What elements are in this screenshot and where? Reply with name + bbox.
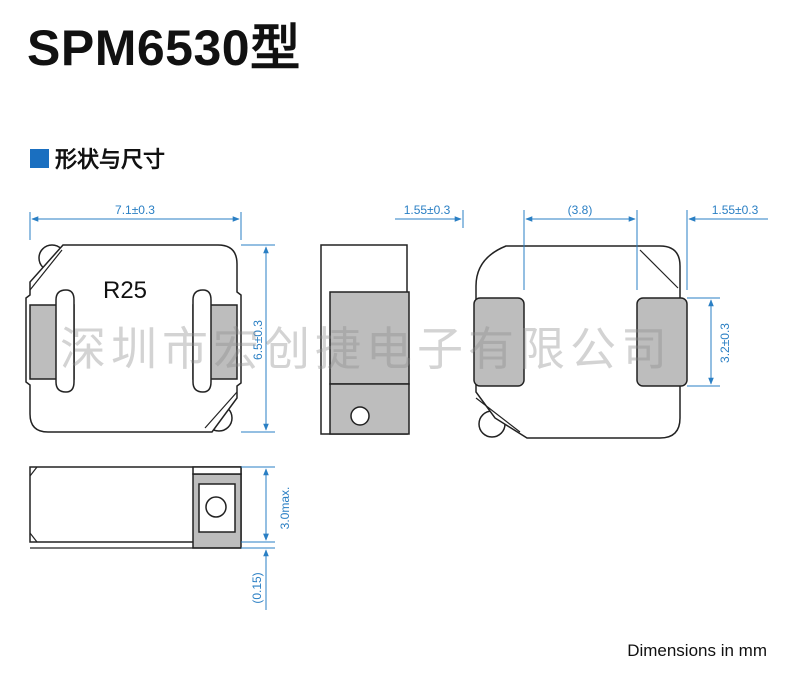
side-view-hole (350, 406, 370, 426)
dim-pad-height (687, 297, 720, 387)
section-label: 形状与尺寸 (55, 148, 166, 173)
dim-standoff-label: (0.15) (250, 572, 264, 603)
dim-pad-spacing (395, 210, 768, 290)
page-title: SPM6530型 (27, 20, 301, 76)
dim-thickness-label: 3.0max. (278, 487, 292, 530)
bottom-view (473, 245, 688, 439)
units-note: Dimensions in mm (627, 641, 767, 660)
bottom-view-pad-right (636, 297, 688, 387)
top-view-body (25, 244, 242, 433)
dim-width (29, 212, 242, 240)
dim-height (241, 244, 275, 433)
side-view-terminal (329, 291, 410, 385)
marking-label: R25 (103, 277, 147, 304)
front-view-hole (205, 496, 227, 518)
side-view-lead (329, 383, 410, 435)
dim-pad-height-label: 3.2±0.3 (718, 323, 732, 363)
dim-right-margin-label: 1.55±0.3 (712, 203, 759, 217)
bottom-view-pad-left (473, 297, 525, 387)
dim-height-label: 6.5±0.3 (251, 320, 265, 360)
dim-center-label: (3.8) (568, 203, 593, 217)
section-header: 形状与尺寸 (30, 142, 165, 174)
dim-left-margin-label: 1.55±0.3 (404, 203, 451, 217)
section-bullet-icon (30, 148, 49, 168)
top-view (25, 244, 242, 433)
front-view (29, 466, 242, 549)
dim-thickness (241, 466, 275, 610)
watermark: 深圳市宏创捷电子有限公司 (60, 322, 672, 376)
dim-width-label: 7.1±0.3 (115, 203, 155, 217)
side-view (320, 244, 410, 435)
